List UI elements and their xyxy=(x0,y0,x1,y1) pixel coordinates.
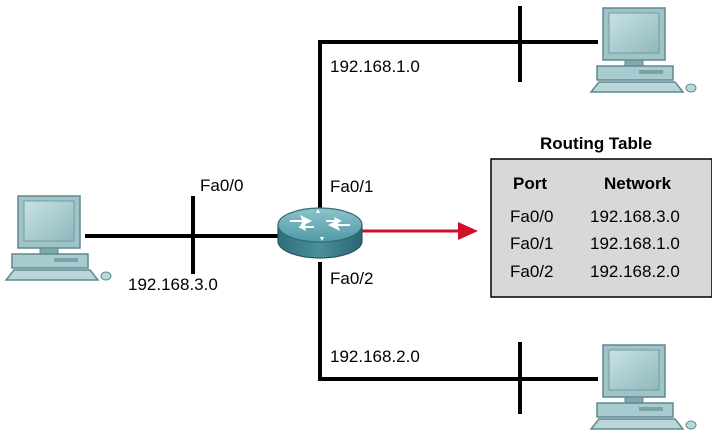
routing-table-row-port: Fa0/0 xyxy=(510,207,553,226)
routing-table-title: Routing Table xyxy=(540,134,652,153)
routing-table-row-port: Fa0/2 xyxy=(510,262,553,281)
routing-table-row-network: 192.168.1.0 xyxy=(590,234,680,253)
subnet-top-label: 192.168.1.0 xyxy=(330,57,420,76)
router-icon xyxy=(277,207,363,259)
computer-top-icon[interactable] xyxy=(590,7,697,93)
router-interface-fa00-label: Fa0/0 xyxy=(200,176,243,195)
subnet-bottom-label: 192.168.2.0 xyxy=(330,347,420,366)
router-interface-fa01-label: Fa0/1 xyxy=(330,177,373,196)
network-links xyxy=(85,6,598,414)
routing-table-header-network: Network xyxy=(604,174,672,193)
routing-table: Port Network Fa0/0 192.168.3.0 Fa0/1 192… xyxy=(490,158,712,298)
routing-table-header-port: Port xyxy=(513,174,547,193)
routing-table-row-network: 192.168.3.0 xyxy=(590,207,680,226)
routing-table-row-network: 192.168.2.0 xyxy=(590,262,680,281)
computer-bottom-icon[interactable] xyxy=(590,344,697,430)
routing-table-row-port: Fa0/1 xyxy=(510,234,553,253)
lookup-arrow xyxy=(360,222,478,240)
routing-table-box xyxy=(490,158,712,298)
subnet-left-label: 192.168.3.0 xyxy=(128,275,218,294)
router-interface-fa02-label: Fa0/2 xyxy=(330,269,373,288)
